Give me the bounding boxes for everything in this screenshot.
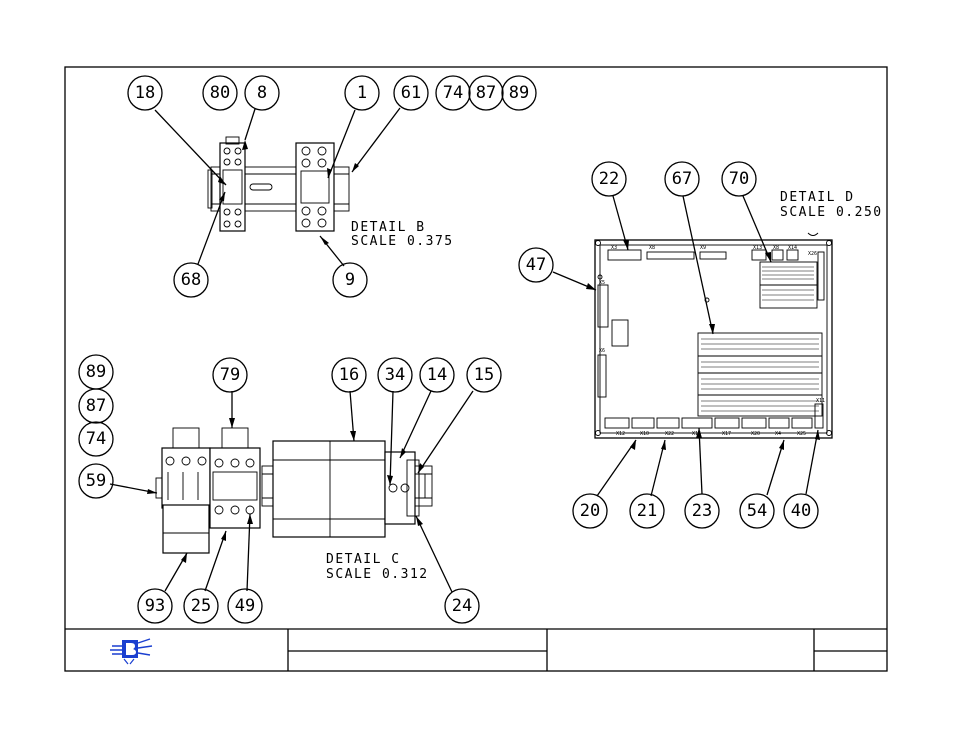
item-balloon: 47	[526, 255, 546, 275]
pcb-label: X22	[665, 431, 674, 437]
item-balloon: 59	[86, 471, 106, 491]
pcb-label: X12	[616, 431, 625, 437]
pcb-label: X14	[788, 245, 797, 251]
item-balloon: 14	[427, 365, 447, 385]
detail-b-title: DETAIL B	[351, 220, 426, 235]
item-balloon: 21	[637, 501, 657, 521]
detail-c-scale: SCALE 0.312	[326, 567, 429, 582]
item-balloon: 40	[791, 501, 811, 521]
title-block	[65, 628, 887, 671]
item-balloon: 67	[672, 169, 692, 189]
item-balloon: 70	[729, 169, 749, 189]
item-balloon: 68	[181, 270, 201, 290]
item-balloon: 79	[220, 365, 240, 385]
detail-c-title: DETAIL C	[326, 552, 401, 567]
pcb-label: X13	[753, 245, 762, 251]
detail-b-scale: SCALE 0.375	[351, 234, 454, 249]
item-balloon: 74	[86, 429, 106, 449]
item-balloon: 24	[452, 596, 472, 616]
detail-d-title: DETAIL D	[780, 190, 855, 205]
item-balloon: 87	[86, 396, 106, 416]
item-balloon: 54	[747, 501, 767, 521]
pcb-label: X11	[816, 398, 825, 404]
item-balloon: 8	[257, 83, 267, 103]
pcb-label: X17	[722, 431, 731, 437]
item-balloon: 89	[509, 83, 529, 103]
item-balloon: 18	[135, 83, 155, 103]
pcb-label: X10	[640, 431, 649, 437]
pcb-label: X16	[692, 431, 701, 437]
drawing-border	[64, 66, 888, 672]
item-balloon: 16	[339, 365, 359, 385]
pcb-label: X4	[775, 431, 781, 437]
pcb-label: X20	[751, 431, 760, 437]
pcb-label: X8	[773, 245, 779, 251]
item-balloon: 15	[474, 365, 494, 385]
item-balloon: 89	[86, 362, 106, 382]
pcb-label: X6	[599, 348, 605, 354]
item-balloon: 20	[580, 501, 600, 521]
detail-d-scale: SCALE 0.250	[780, 205, 883, 220]
item-balloon: 9	[345, 270, 355, 290]
pcb-label: X25	[797, 431, 806, 437]
pcb-label: X26	[808, 251, 817, 257]
item-balloon: 23	[692, 501, 712, 521]
item-balloon: 93	[145, 596, 165, 616]
item-balloon: 25	[191, 596, 211, 616]
item-balloon: 74	[443, 83, 463, 103]
balloon-group: 18 80 8 1 61 74 87 89 68 9 22 67 70 47 2…	[78, 75, 819, 624]
detail-d: X3 X8 X9 X13 X8 X14 X26 X5 X6 X12 X10 X2…	[552, 190, 883, 497]
item-balloon: 87	[476, 83, 496, 103]
pcb-label: X5	[599, 280, 605, 286]
pcb-label: X8	[649, 245, 655, 251]
item-balloon: 22	[599, 169, 619, 189]
company-logo-icon	[110, 638, 153, 665]
pcb-label: X9	[700, 245, 706, 251]
pcb-label: X3	[611, 245, 617, 251]
item-balloon: 1	[357, 83, 367, 103]
item-balloon: 34	[385, 365, 405, 385]
item-balloon: 61	[401, 83, 421, 103]
detail-b: DETAIL B SCALE 0.375	[154, 107, 454, 267]
detail-c: DETAIL C SCALE 0.312	[109, 390, 474, 593]
item-balloon: 80	[210, 83, 230, 103]
item-balloon: 49	[235, 596, 255, 616]
